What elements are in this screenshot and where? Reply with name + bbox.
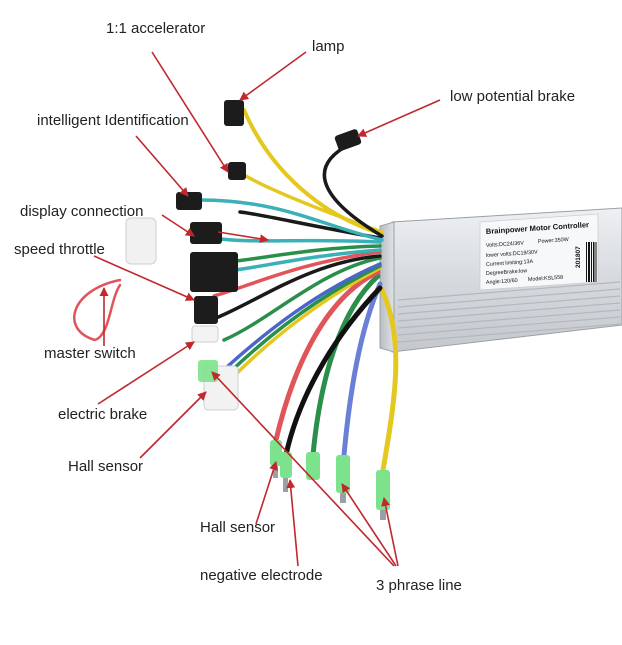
throttle-connector (190, 252, 238, 292)
throttle-plug (125, 217, 157, 265)
arrow-phase-1 (211, 371, 395, 567)
annotation-arrows (93, 51, 441, 567)
spec-current: Current limiting:13A (486, 259, 534, 268)
green-bullet (306, 452, 320, 480)
arrow-intelligent-identification (135, 135, 189, 197)
arrow-accelerator (151, 51, 229, 173)
red-bullet (270, 440, 282, 466)
label-master-switch: master switch (44, 345, 136, 362)
controller-sticker: Brainpower Motor Controller Volts:DC24/3… (479, 213, 599, 291)
label-speed-throttle: speed throttle (14, 241, 105, 258)
arrow-hall-sensor-bottom (255, 461, 278, 525)
serial-code: 201807 (575, 246, 582, 268)
label-display-connection: display connection (20, 203, 144, 220)
label-intelligent-identification: intelligent Identification (37, 112, 189, 129)
label-lamp: lamp (312, 38, 345, 55)
wire-harness (73, 108, 399, 473)
arrow-phase-3 (381, 497, 399, 567)
arrow-negative-electrode (286, 479, 299, 567)
arrow-lamp (239, 51, 307, 101)
label-three-phase-line: 3 phrase line (376, 577, 462, 594)
spec-power: Power:350W (538, 237, 570, 245)
spec-brake: DegreeBrake:low (486, 268, 528, 277)
arrow-hall-sensor-left (139, 391, 207, 459)
label-electric-brake: electric brake (58, 406, 148, 423)
brake-connector (334, 129, 362, 151)
motor-controller: Brainpower Motor Controller Volts:DC24/3… (379, 207, 622, 353)
black-bullet (280, 452, 292, 478)
connectors (125, 100, 390, 520)
arrow-electric-brake (97, 341, 195, 405)
arrow-display-connection (161, 214, 195, 237)
lamp-low-connector (228, 162, 246, 180)
identification-connector (176, 192, 202, 210)
spec-angle: Angle:120/60 (486, 278, 518, 286)
arrow-phase-2 (341, 483, 397, 567)
brake-plug (191, 325, 219, 343)
spec-model: Model:KSL558 (528, 275, 564, 283)
hall-plug-green (198, 360, 218, 382)
barcode (586, 242, 597, 282)
label-hall-sensor-left: Hall sensor (68, 458, 144, 475)
label-hall-sensor-bottom: Hall sensor (200, 519, 276, 536)
arrow-display-connection-2 (217, 231, 269, 244)
switch-connector (194, 296, 218, 324)
yellow-bullet (376, 470, 390, 510)
label-accelerator: 1:1 accelerator (106, 20, 206, 37)
label-negative-electrode: negative electrode (200, 567, 323, 584)
arrow-speed-throttle (93, 255, 195, 301)
arrow-low-potential-brake (357, 99, 441, 137)
display-connector (190, 222, 222, 244)
blue-bullet (336, 455, 350, 493)
accelerator-connector (224, 100, 244, 126)
spec-volts: Volts:DC24/36V (486, 240, 525, 249)
label-low-potential-brake: low potential brake (450, 88, 576, 105)
spec-lower-volts: lower volts:DC19/30V (486, 250, 539, 259)
